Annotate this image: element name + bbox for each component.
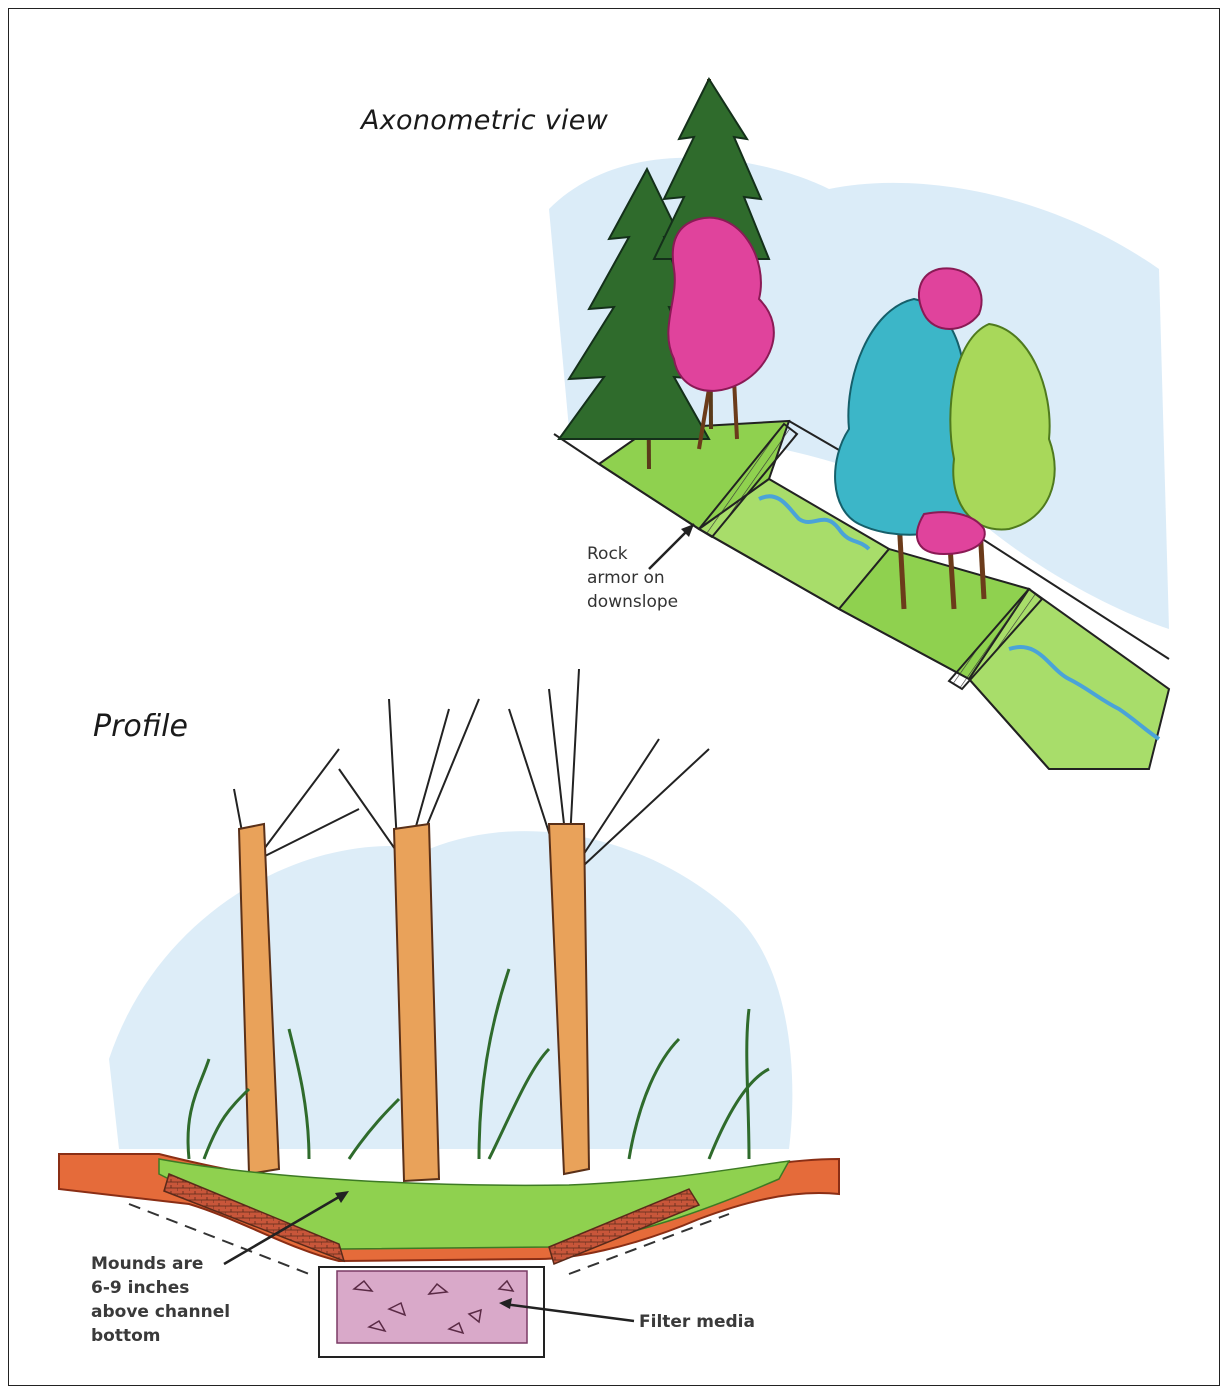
illustration — [9, 9, 1220, 1386]
filter-media-callout: Filter media — [639, 1310, 755, 1334]
axonometric-view — [549, 79, 1169, 769]
diagram-frame: Axonometric view Profile Rock armor on d… — [8, 8, 1220, 1386]
axonometric-view-title: Axonometric view — [361, 105, 608, 136]
profile-sky-wash — [109, 831, 792, 1149]
rock-armor-callout: Rock armor on downslope — [587, 542, 678, 614]
mounds-callout: Mounds are 6-9 inches above channel bott… — [91, 1252, 230, 1348]
profile-view-title: Profile — [93, 709, 188, 744]
